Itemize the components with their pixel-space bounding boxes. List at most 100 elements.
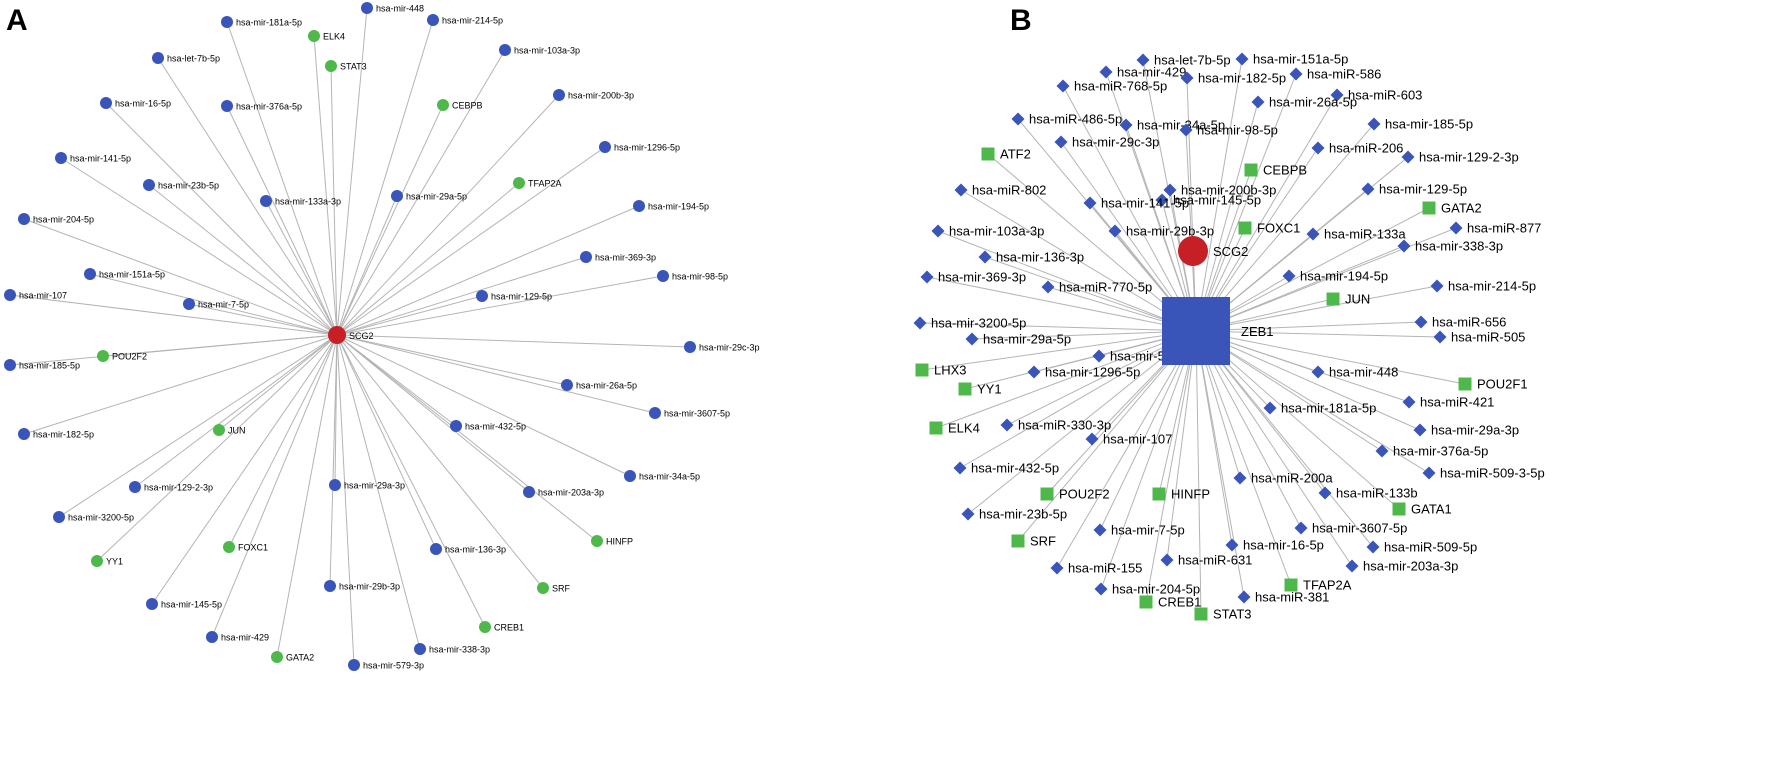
panel-b-mirna-node-hsa-mir-16-5p: hsa-mir-16-5p [1225,538,1324,553]
node-label: YY1 [977,382,1002,397]
node-marker [1163,183,1177,197]
panel-b-mirna-node-hsa-mir-98-5p: hsa-mir-98-5p [1179,123,1278,138]
panel-b-edge-pou2f1 [1195,330,1466,385]
panel-b-tf-node-pou2f2: POU2F2 [1040,487,1110,502]
panel-b-mirna-node-hsa-mir-486-5p: hsa-miR-486-5p [1011,112,1122,127]
node-label: hsa-mir-376a-5p [1393,444,1488,459]
panel-b-tf-node-gata2: GATA2 [1422,201,1482,216]
panel-b-edge-stat3 [1195,330,1202,615]
panel-b-mirna-node-hsa-mir-129-5p: hsa-mir-129-5p [1361,182,1467,197]
panel-a-mirna-node-hsa-mir-23b-5p: hsa-mir-23b-5p [143,179,219,191]
node-marker [633,200,645,212]
panel-a-edge-elk4 [313,35,338,336]
node-label: LHX3 [934,363,967,378]
panel-a-mirna-node-hsa-mir-448: hsa-mir-448 [361,2,424,14]
node-label: hsa-mir-29b-3p [339,582,400,592]
panel-b-mirna-node-hsa-mir-185-5p: hsa-mir-185-5p [1367,117,1473,132]
node-marker [1366,540,1380,554]
node-label: hsa-mir-204-5p [33,215,94,225]
node-marker [1311,141,1325,155]
node-marker [1306,227,1320,241]
panel-b-edge-hsa-mir-29a-5p [971,330,1197,340]
node-label: hsa-mir-34a-5p [1137,118,1225,133]
panel-b-edge-atf2 [987,153,1197,332]
panel-a-edge-gata2 [276,334,338,658]
node-label: hsa-mir-29c-3p [1072,135,1159,150]
node-label: hsa-mir-141-5p [1101,196,1189,211]
panel-a-mirna-node-hsa-mir-185-5p: hsa-mir-185-5p [4,359,80,371]
node-label: SRF [1030,534,1056,549]
node-label: hsa-mir-1296-5p [614,143,680,153]
panel-a-edge-yy1 [96,334,338,562]
panel-b-hub-scg2: SCG2 [1178,236,1248,266]
panel-b-edge-hsa-mir-381 [1195,330,1245,598]
panel-a-letter: A [6,4,28,37]
panel-a-edge-hsa-mir-23b-5p [148,184,338,336]
node-label: hsa-mir-151a-5p [99,270,165,280]
panel-b-edge-hsa-mir-26a-5p [1195,101,1259,332]
panel-a-mirna-node-hsa-mir-136-3p: hsa-mir-136-3p [430,543,506,555]
node-label: hsa-miR-200a [1251,471,1333,486]
panel-a-edge-hsa-mir-200b-3p [336,94,560,336]
node-marker [1160,553,1174,567]
node-marker [931,224,945,238]
panel-a-mirna-node-hsa-mir-204-5p: hsa-mir-204-5p [18,213,94,225]
panel-b-mirna-node-hsa-mir-505: hsa-miR-505 [1433,330,1525,345]
node-marker [1179,123,1193,137]
panel-b-mirna-node-hsa-mir-448: hsa-mir-448 [1311,365,1398,380]
panel-b-mirna-node-hsa-let-7b-5p: hsa-let-7b-5p [1136,53,1231,68]
node-marker [1233,471,1247,485]
node-marker [1139,595,1153,609]
node-label: hsa-mir-151a-5p [1253,52,1348,67]
node-label: hsa-miR-631 [1178,553,1252,568]
node-marker [1238,221,1252,235]
panel-a-tf-node-tfap2a: TFAP2A [513,177,562,189]
panel-a-edge-hsa-mir-129-5p [336,295,483,336]
panel-a-tf-node-srf: SRF [537,582,571,594]
node-label: hsa-mir-579-3p [363,661,424,671]
node-label: hsa-mir-185-5p [1385,117,1473,132]
node-marker [479,621,491,633]
node-label: hsa-mir-3200-5p [931,316,1026,331]
node-label: hsa-mir-203a-3p [538,488,604,498]
panel-a-edge-hsa-mir-369-3p [336,256,587,336]
node-label: hsa-miR-381 [1255,590,1329,605]
panel-a-mirna-node-hsa-mir-103a-3p: hsa-mir-103a-3p [499,44,580,56]
panel-a-tf-node-pou2f2: POU2F2 [97,350,147,362]
node-marker [329,479,341,491]
node-marker [981,147,995,161]
node-label: TFAP2A [1303,578,1352,593]
node-marker [1041,280,1055,294]
node-label: hsa-mir-29a-3p [344,481,405,491]
panel-a-mirna-node-hsa-mir-7-5p: hsa-mir-7-5p [183,298,249,310]
panel-b-mirna-node-hsa-mir-133a: hsa-miR-133a [1306,227,1406,242]
panel-a-tf-node-foxc1: FOXC1 [223,541,268,553]
node-marker [1235,52,1249,66]
panel-a-mirna-node-hsa-mir-200b-3p: hsa-mir-200b-3p [553,89,634,101]
node-label: hsa-miR-802 [972,183,1046,198]
node-marker [437,99,449,111]
node-marker [953,461,967,475]
node-label: GATA1 [1411,502,1452,517]
panel-b-mirna-node-hsa-mir-200b-3p: hsa-mir-200b-3p [1163,183,1276,198]
panel-b-tf-node-hinfp: HINFP [1152,487,1210,502]
panel-a-edge-hsa-let-7b-5p [157,57,338,336]
node-marker [1402,395,1416,409]
panel-a-edge-hsa-mir-151a-5p [89,273,338,336]
node-marker [1330,88,1344,102]
node-label: hsa-mir-338-3p [1415,239,1503,254]
node-label: hsa-miR-656 [1432,315,1506,330]
panel-a-edge-hsa-mir-203a-3p [336,334,530,493]
node-label: hsa-mir-204-5p [1112,582,1200,597]
panel-b-mirna-node-hsa-mir-338-3p: hsa-mir-338-3p [1397,239,1503,254]
panel-b-mirna-node-hsa-mir-145-5p: hsa-mir-145-5p [1155,193,1261,208]
panel-a-mirna-node-hsa-mir-98-5p: hsa-mir-98-5p [657,270,728,282]
node-label: hsa-miR-603 [1348,88,1422,103]
node-marker [1361,182,1375,196]
node-marker [958,382,972,396]
node-label: hsa-mir-3607-5p [1312,521,1407,536]
node-marker [391,190,403,202]
panel-a-mirna-node-hsa-let-7b-5p: hsa-let-7b-5p [152,52,220,64]
